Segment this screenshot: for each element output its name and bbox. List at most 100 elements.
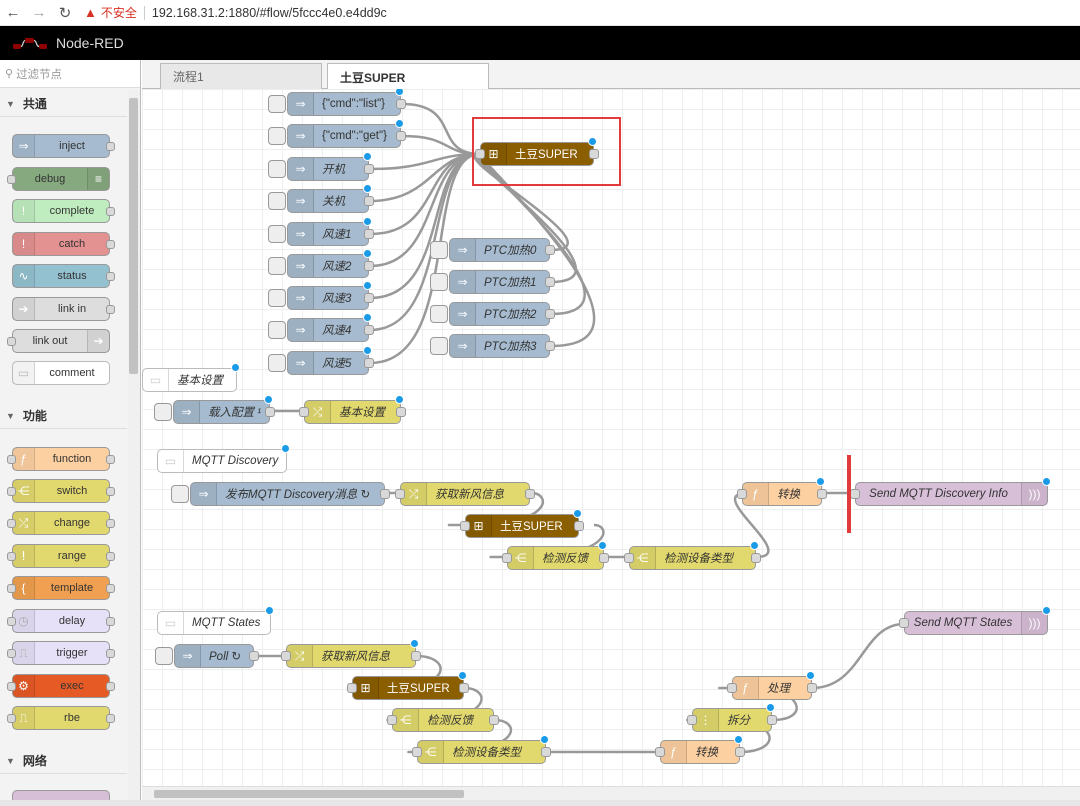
inject-node-speed1[interactable]: ⇒ 风速1 [268,217,374,246]
palette-node-range[interactable]: ⵑ range [7,544,115,568]
output-port[interactable] [364,293,374,303]
input-port[interactable] [347,683,357,693]
canvas-scrollbar[interactable] [142,786,1080,800]
comment-node-mqtt-states[interactable]: ▭ MQTT States [157,606,274,635]
inject-button[interactable] [171,485,189,503]
mqtt-out-node-states[interactable]: Send MQTT States ))) [899,606,1051,635]
inject-button[interactable] [154,403,172,421]
function-node-convert[interactable]: ƒ 转换 [737,477,827,506]
mqtt-out-node-discovery[interactable]: Send MQTT Discovery Info ))) [850,477,1051,506]
inject-node-ptc2[interactable]: ⇒ PTC加热2 [430,302,555,326]
change-node-fetch-info-2[interactable]: ⤮ 获取新风信息 [281,639,421,668]
inject-node-ptc1[interactable]: ⇒ PTC加热1 [430,270,555,294]
output-port[interactable] [364,229,374,239]
scrollbar-thumb[interactable] [129,98,138,374]
category-function[interactable]: ▼ 功能 [0,403,127,429]
output-port[interactable] [364,325,374,335]
back-icon[interactable]: ← [5,4,21,21]
palette-node-status[interactable]: ∿ status [12,264,115,288]
input-port[interactable] [395,489,405,499]
output-port[interactable] [817,489,827,499]
url-field[interactable]: 192.168.31.2:1880/#flow/5fccc4e0.e4dd9c [151,5,387,20]
inject-node-cmd-list[interactable]: ⇒ {"cmd":"list"} [268,89,406,116]
flow-canvas[interactable]: ⇒ {"cmd":"list"} ⇒ {"cmd":"get"} ⇒ 开机 ⇒ … [142,89,1080,786]
change-node-basic[interactable]: ⤮ 基本设置 [299,395,406,424]
change-node-fetch-info[interactable]: ⤮ 获取新风信息 [395,482,535,506]
output-port[interactable] [545,245,555,255]
inject-button[interactable] [268,289,286,307]
comment-node-mqtt-discovery[interactable]: ▭ MQTT Discovery [157,444,290,473]
inject-node-poll[interactable]: ⇒ Poll ↻ [155,644,259,668]
inject-button[interactable] [155,647,173,665]
inject-button[interactable] [268,127,286,145]
inject-button[interactable] [268,257,286,275]
palette-node-change[interactable]: ⤮ change [7,511,115,535]
palette-scrollbar[interactable] [128,90,140,804]
output-port[interactable] [751,553,761,563]
input-port[interactable] [737,489,747,499]
input-port[interactable] [281,651,291,661]
output-port[interactable] [396,99,406,109]
warning-icon[interactable]: ▲ [84,5,97,20]
inject-node-speed2[interactable]: ⇒ 风速2 [268,249,374,278]
inject-button[interactable] [268,354,286,372]
tab-flow1[interactable]: 流程1 [160,63,322,89]
device-node-tudou-super-3[interactable]: ⊞ 土豆SUPER [347,671,469,700]
switch-node-check-device-type-2[interactable]: ⋲ 检测设备类型 [412,735,551,764]
output-port[interactable] [396,131,406,141]
inject-node-publish-discovery[interactable]: ⇒ 发布MQTT Discovery消息 ↻ [171,482,390,506]
inject-button[interactable] [430,273,448,291]
category-network[interactable]: ▼ 网络 [0,748,127,774]
output-port[interactable] [459,683,469,693]
inject-node-ptc0[interactable]: ⇒ PTC加热0 [430,238,555,262]
output-port[interactable] [265,407,275,417]
inject-button[interactable] [268,192,286,210]
output-port[interactable] [599,553,609,563]
palette-node-delay[interactable]: ◷ delay [7,609,115,633]
output-port[interactable] [249,651,259,661]
input-port[interactable] [412,747,422,757]
security-label[interactable]: 不安全 [100,6,137,20]
input-port[interactable] [899,618,909,628]
inject-node-speed5[interactable]: ⇒ 风速5 [268,346,374,375]
category-common[interactable]: ▼ 共通 [0,91,127,117]
palette-node-comment[interactable]: ▭ comment [12,361,110,385]
output-port[interactable] [411,651,421,661]
switch-node-check-feedback-2[interactable]: ⋲ 检测反馈 [387,708,499,732]
reload-icon[interactable]: ↻ [58,4,72,22]
output-port[interactable] [807,683,817,693]
input-port[interactable] [687,715,697,725]
palette-node-inject[interactable]: ⇒ inject [12,134,115,158]
split-node[interactable]: ⋮ 拆分 [687,703,777,732]
input-port[interactable] [727,683,737,693]
switch-node-check-feedback[interactable]: ⋲ 检测反馈 [502,541,609,570]
output-port[interactable] [364,358,374,368]
inject-button[interactable] [268,321,286,339]
device-node-tudou-super-2[interactable]: ⊞ 土豆SUPER [460,509,584,538]
inject-node-power-on[interactable]: ⇒ 开机 [268,152,374,181]
inject-button[interactable] [430,337,448,355]
output-port[interactable] [545,277,555,287]
output-port[interactable] [364,196,374,206]
tab-tudou-super[interactable]: 土豆SUPER [327,63,489,90]
palette-node-link-in[interactable]: ➔ link in [12,297,115,321]
palette-node-trigger[interactable]: ⎍ trigger [7,641,115,665]
output-port[interactable] [525,489,535,499]
input-port[interactable] [299,407,309,417]
input-port[interactable] [624,553,634,563]
output-port[interactable] [574,521,584,531]
palette-node-link-out[interactable]: link out ➔ [7,329,110,353]
output-port[interactable] [489,715,499,725]
inject-button[interactable] [430,241,448,259]
palette-node-debug[interactable]: debug ≡ [7,167,110,191]
output-port[interactable] [545,309,555,319]
inject-node-load-config[interactable]: ⇒ 载入配置 ¹ [154,395,275,424]
switch-node-check-device-type[interactable]: ⋲ 检测设备类型 [624,541,761,570]
inject-node-ptc3[interactable]: ⇒ PTC加热3 [430,334,555,358]
palette-node-rbe[interactable]: ⎍ rbe [7,706,115,730]
input-port[interactable] [460,521,470,531]
output-port[interactable] [364,164,374,174]
inject-node-cmd-get[interactable]: ⇒ {"cmd":"get"} [268,119,406,148]
output-port[interactable] [380,489,390,499]
input-port[interactable] [850,489,860,499]
